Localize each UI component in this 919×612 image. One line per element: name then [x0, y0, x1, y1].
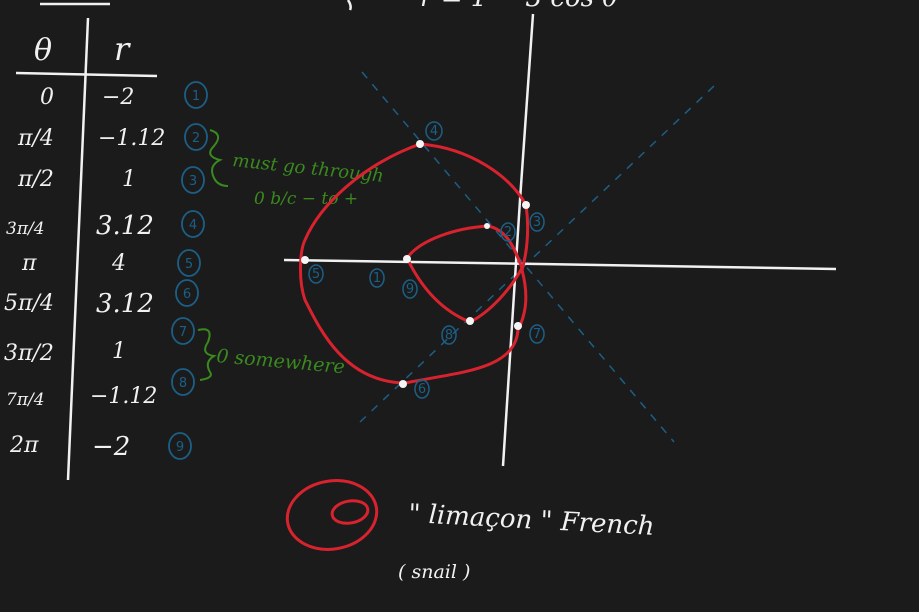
heading-text: r = 1 − 3 cos θ: [420, 0, 618, 13]
heading-fragment: r = 1 − 3 cos θ: [40, 0, 618, 13]
step-label: 9: [176, 440, 184, 455]
table-row: π 4: [21, 251, 126, 276]
step-label: 5: [185, 257, 193, 272]
axes: [283, 13, 837, 467]
table-row: π/2 1: [17, 167, 136, 192]
x-axis: [283, 258, 837, 271]
step-label: 6: [183, 287, 191, 302]
table-row: π/4 −1.12: [17, 126, 165, 151]
theta-cell: π/4: [17, 126, 54, 151]
table-row: 3π/4 3.12: [6, 211, 154, 241]
plotted-points: [301, 140, 530, 388]
r-cell: 1: [122, 167, 136, 192]
r-cell: 1: [112, 339, 126, 364]
table-row: 0 −2: [40, 85, 134, 110]
note-somewhere-text: 0 somewhere: [216, 345, 346, 378]
snail-sketch: [285, 479, 379, 551]
note-line-2: 0 b/c − to +: [254, 189, 358, 209]
caption-name: " limaçon " French: [408, 499, 656, 542]
point: [399, 380, 407, 388]
caption-meaning: ( snail ): [398, 561, 470, 583]
plot-label: 9: [406, 282, 414, 297]
theta-cell: 3π/4: [6, 219, 45, 239]
note-somewhere: 0 somewhere: [197, 328, 346, 381]
header-r: r: [114, 30, 131, 68]
table-horizontal-rule: [15, 71, 158, 78]
r-cell: 3.12: [96, 289, 154, 319]
value-table: θ r 0 −2 π/4 −1.12 π/2 1 3π/4 3.12 π 4 5…: [4, 17, 165, 481]
table-row: 7π/4 −1.12: [6, 384, 157, 410]
plot-label: 3: [533, 215, 541, 230]
snail-inner: [330, 499, 370, 525]
r-cell: 3.12: [96, 211, 154, 241]
step-label: 2: [192, 131, 200, 146]
point: [484, 223, 490, 229]
theta-cell: 0: [40, 85, 54, 110]
table-vertical-rule: [66, 17, 90, 481]
theta-cell: 2π: [9, 433, 39, 458]
theta-cell: 5π/4: [4, 291, 54, 316]
r-cell: 4: [111, 251, 126, 276]
plot-label: 1: [373, 271, 381, 286]
step-label: 4: [189, 218, 197, 233]
table-row: 5π/4 3.12: [4, 289, 154, 319]
note-brace: [209, 129, 229, 187]
theta-cell: π: [21, 251, 37, 276]
note-must-go-through: must go through 0 b/c − to +: [209, 129, 385, 209]
snail-outer: [285, 479, 379, 551]
point: [514, 322, 522, 330]
r-cell: −1.12: [90, 384, 157, 409]
step-label: 8: [179, 376, 187, 391]
inner-loop: [405, 224, 524, 324]
theta-cell: 7π/4: [6, 390, 45, 410]
r-cell: −2: [102, 85, 134, 110]
point: [522, 201, 530, 209]
point: [466, 317, 474, 325]
point: [301, 256, 309, 264]
table-row: 2π −2: [9, 432, 130, 462]
plot-label: 7: [533, 327, 541, 342]
point: [416, 140, 424, 148]
note-line-1: must go through: [231, 150, 384, 187]
step-label: 1: [192, 89, 200, 104]
theta-cell: 3π/2: [4, 341, 54, 366]
step-marker-labels: 1 2 3 4 5 6 7 8 9: [176, 89, 200, 455]
guide-rays: [359, 71, 715, 443]
y-axis: [501, 13, 535, 467]
ray-pi4-5pi4: [359, 85, 715, 423]
heading-paren: [346, 0, 352, 11]
plot-point-labels: [308, 121, 545, 399]
plot-point-label-text: 4 3 2 5 1 9 8 7 6: [312, 124, 541, 397]
step-label: 3: [189, 174, 197, 189]
header-theta: θ: [34, 33, 52, 68]
plot-label: 5: [312, 267, 320, 282]
step-markers: [168, 81, 208, 460]
plot-label: 8: [445, 328, 453, 343]
r-cell: −2: [92, 432, 130, 462]
theta-cell: π/2: [17, 167, 54, 192]
step-label: 7: [179, 325, 187, 340]
plot-label: 2: [504, 225, 512, 240]
plot-label: 4: [430, 124, 438, 139]
plot-label: 6: [418, 382, 426, 397]
note-brace: [197, 328, 217, 381]
r-cell: −1.12: [98, 126, 165, 151]
table-row: 3π/2 1: [4, 339, 126, 366]
point: [403, 255, 411, 263]
